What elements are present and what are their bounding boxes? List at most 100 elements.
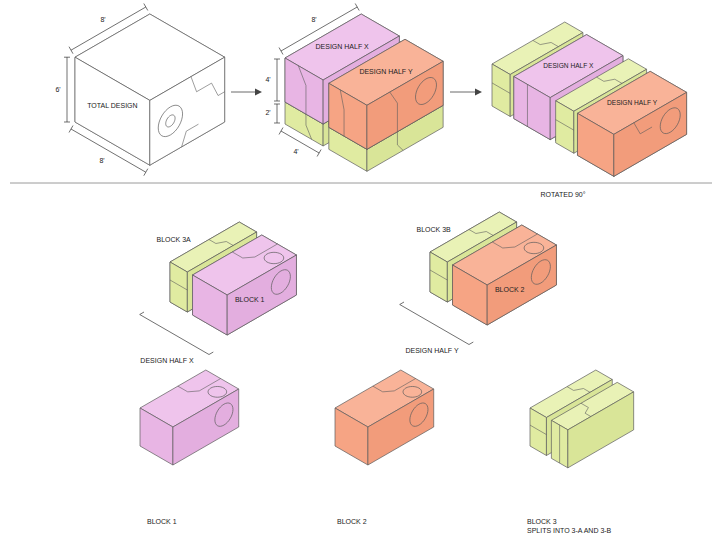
hole-circle	[215, 403, 233, 426]
groove-line	[390, 92, 398, 132]
block-side-face	[227, 255, 296, 335]
bracket-tick	[209, 352, 213, 355]
block-side-face	[492, 64, 510, 117]
dimension-tick	[355, 4, 359, 11]
block-label: DESIGN HALF X	[543, 62, 593, 70]
block-side-face	[577, 113, 613, 176]
group-bracket	[400, 305, 469, 345]
block-side-face	[170, 262, 187, 312]
block-side-face	[140, 408, 173, 465]
block-side-face	[329, 83, 367, 149]
groove-line	[527, 84, 528, 126]
block-side-face	[335, 408, 368, 465]
groove-line	[556, 120, 574, 130]
block-side-face	[430, 252, 447, 302]
groove-line	[567, 387, 590, 393]
hole-circle	[410, 403, 428, 426]
block-side-face	[173, 389, 239, 465]
groove-line	[209, 240, 233, 246]
groove-line	[170, 280, 187, 290]
dimension-label: 6'	[55, 86, 60, 94]
dimension-line	[67, 57, 68, 122]
block-side-face	[368, 389, 434, 465]
hole-circle	[264, 252, 284, 263]
dimension-label: 8'	[99, 157, 104, 165]
block-side-face	[514, 77, 550, 140]
hole-circle	[158, 105, 182, 136]
dimension-tick	[144, 4, 148, 11]
groove-line	[581, 403, 591, 416]
dimension-label: 8'	[311, 16, 316, 24]
bracket-tick	[140, 312, 144, 315]
block-side-face	[487, 245, 556, 325]
block-side-face	[150, 57, 225, 165]
dimension-tick	[274, 123, 280, 124]
hole-circle	[660, 108, 680, 134]
groove-line	[492, 234, 537, 248]
block-label: DESIGN HALF Y	[359, 68, 412, 76]
groove-line	[191, 77, 225, 96]
dimension-tick	[274, 59, 280, 60]
groove-line	[182, 124, 199, 147]
block-drawings	[75, 14, 687, 468]
half-block: DESIGN HALF Y	[576, 70, 688, 178]
half-block: DESIGN HALF Y	[327, 38, 445, 151]
groove-line	[232, 244, 277, 258]
dimension-tick	[69, 47, 73, 54]
groove-line	[597, 77, 622, 83]
arrow-head	[475, 89, 482, 96]
hole-circle	[524, 242, 544, 253]
block-shape	[451, 224, 558, 326]
dimension-label: 4'	[265, 76, 270, 84]
groove-line	[634, 123, 652, 134]
block-side-face	[453, 265, 488, 325]
block-label: DESIGN HALF X	[316, 43, 369, 51]
block-side-face	[568, 392, 634, 468]
block-side-face	[285, 58, 323, 124]
groove-line	[298, 66, 306, 114]
dimension-tick	[64, 57, 70, 58]
dimension-tick	[69, 126, 73, 133]
hole-circle	[531, 260, 550, 285]
block-label: BLOCK 3A	[157, 236, 191, 244]
block-shape	[576, 70, 688, 178]
group-caption: DESIGN HALF Y	[405, 347, 458, 355]
dimension-tick	[279, 128, 283, 135]
dimension-tick	[317, 150, 321, 157]
groove-line	[397, 132, 403, 151]
groove-line	[178, 379, 221, 392]
block-label: BLOCK 3B	[417, 226, 451, 234]
hole-circle	[166, 115, 175, 127]
dimension-tick	[274, 101, 280, 102]
block-shape	[74, 12, 226, 167]
hole-circle	[271, 270, 290, 295]
groove-line	[530, 425, 546, 435]
dimension-tick	[144, 169, 148, 176]
groove-line	[533, 40, 558, 46]
groove-line	[306, 114, 312, 139]
hole-circle	[416, 78, 437, 105]
groove-line	[559, 425, 560, 463]
groove-line	[373, 379, 416, 392]
block-side-face	[551, 420, 567, 468]
hole-circle	[403, 386, 422, 397]
main-block: BLOCK 1	[191, 234, 298, 336]
block-side-face	[530, 408, 546, 456]
dimension-label: 4'	[293, 148, 298, 156]
bracket-tick	[400, 302, 404, 305]
dimension-label: 2'	[265, 109, 270, 117]
group-bracket	[140, 315, 209, 355]
hole-circle	[208, 386, 227, 397]
groove-line	[340, 90, 344, 136]
step-arrow	[450, 92, 476, 93]
part-caption: BLOCK 2	[337, 518, 367, 526]
divider-line	[10, 183, 712, 184]
dimension-line	[277, 59, 278, 101]
part-caption: BLOCK 1	[147, 518, 177, 526]
design-cube: TOTAL DESIGN	[74, 12, 226, 167]
part-caption: BLOCK 3	[527, 518, 557, 526]
block-side-face	[193, 275, 228, 335]
block-label: TOTAL DESIGN	[87, 102, 137, 110]
dimension-tick	[274, 104, 280, 105]
